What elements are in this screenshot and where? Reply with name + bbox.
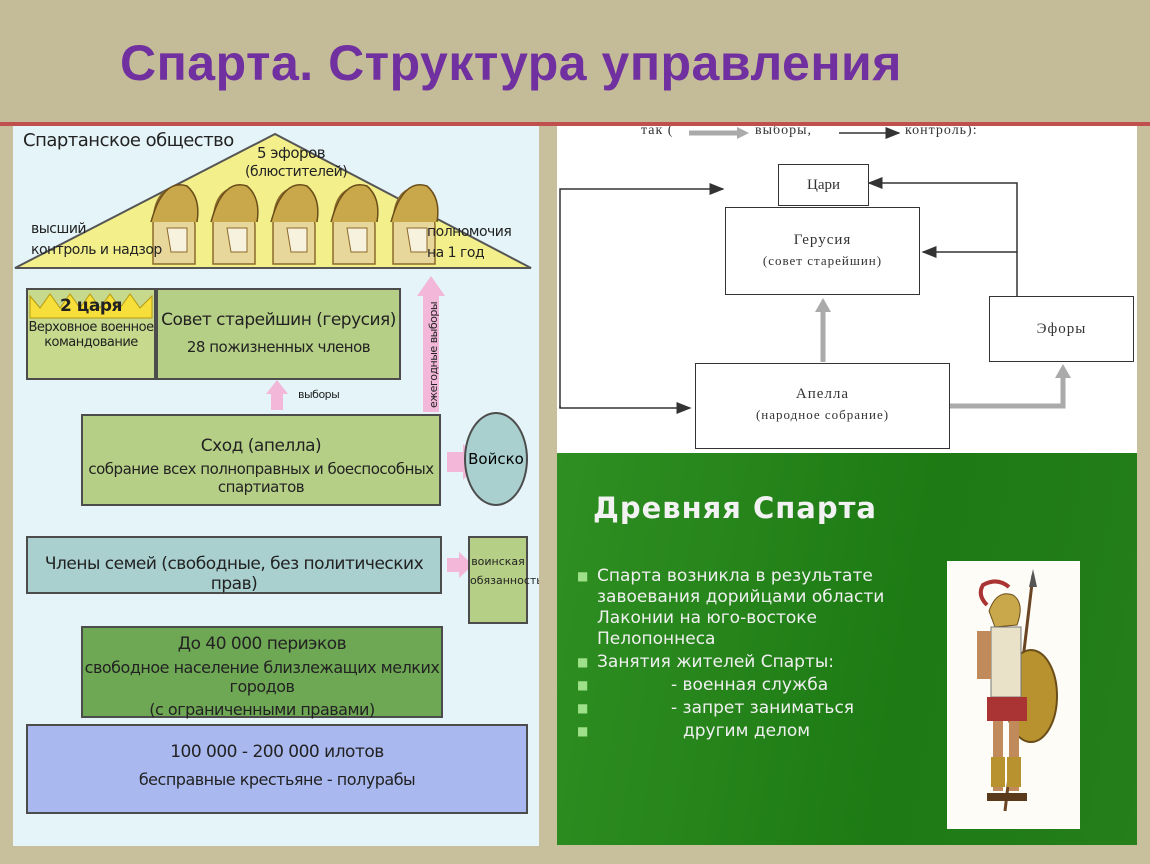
army-circle: Войско xyxy=(464,412,528,506)
apella-node-sub: (народное собрание) xyxy=(755,407,890,422)
helmet-icon xyxy=(270,184,319,265)
diagram-connectors xyxy=(559,127,1071,414)
kings-node: Цари xyxy=(778,164,869,206)
kings-sub-2: командование xyxy=(44,335,138,350)
roof-right-line-1: полномочия xyxy=(427,224,512,240)
gerusia-node-sub: (совет старейшин) xyxy=(762,253,883,268)
perioeci-line-3: (с ограниченными правами) xyxy=(149,700,375,719)
legend-elections: выборы, xyxy=(755,126,813,138)
military-duty-box: воинская обязанность xyxy=(468,536,539,624)
helots-line-2: бесправные крестьяне - полурабы xyxy=(138,770,416,789)
ephors-node: Эфоры xyxy=(989,296,1134,362)
kings-title: 2 царя xyxy=(60,296,122,316)
gerusia-line-1: Совет старейшин (герусия) xyxy=(161,310,396,330)
ancient-sparta-slide: Древняя Спарта ■Спарта возникла в резуль… xyxy=(557,453,1137,845)
helmet-icon xyxy=(210,184,259,265)
family-box: Члены семей (свободные, без политических… xyxy=(26,536,442,594)
title-band xyxy=(0,0,1150,122)
ephors-roof xyxy=(14,132,532,269)
kings-sub-1: Верховное военное xyxy=(28,320,154,335)
spartan-warrior-image xyxy=(947,561,1080,829)
helots-box: 100 000 - 200 000 илотов бесправные крес… xyxy=(26,724,528,814)
perioeci-line-1: До 40 000 периэков xyxy=(177,634,347,654)
roof-left-line-2: контроль и надзор xyxy=(31,242,162,258)
bullet-item: ■- военная служба xyxy=(577,675,829,695)
gerusia-box: Совет старейшин (герусия) 28 пожизненных… xyxy=(156,288,401,380)
bullet-item: ■Занятия жителей Спарты: xyxy=(577,652,834,672)
apella-line-1: Сход (апелла) xyxy=(200,436,322,456)
gerusia-node-title: Герусия xyxy=(793,232,852,248)
warrior-helmet-icons xyxy=(150,184,439,265)
duty-line-1: воинская xyxy=(471,555,525,568)
helots-line-1: 100 000 - 200 000 илотов xyxy=(170,742,384,762)
roof-right-line-2: на 1 год xyxy=(427,245,485,261)
ephors-subtitle: (блюстителей) xyxy=(245,164,348,180)
spartan-warrior-illustration xyxy=(977,569,1058,812)
pink-election-arrows xyxy=(266,276,445,412)
gerusia-node: Герусия (совет старейшин) xyxy=(725,207,920,295)
apella-line-2: собрание всех полноправных и боеспособны… xyxy=(88,460,434,496)
ancient-sparta-title: Древняя Спарта xyxy=(593,491,878,525)
duty-line-2: обязанность xyxy=(470,574,539,587)
society-caption: Спартанское общество xyxy=(23,130,234,151)
perioeci-box: До 40 000 периэков свободное население б… xyxy=(81,626,443,719)
helmet-icon xyxy=(330,184,379,265)
perioeci-line-2: свободное население близлежащих мелких г… xyxy=(84,658,440,696)
family-text: Члены семей (свободные, без политических… xyxy=(44,554,424,594)
helmet-icon xyxy=(390,184,439,265)
helmet-icon xyxy=(150,184,199,265)
ephors-title: 5 эфоров xyxy=(257,144,326,162)
gerusia-line-2: 28 пожизненных членов xyxy=(186,338,371,356)
bullet-item: ■другим делом xyxy=(577,721,811,741)
bullet-item: ■Спарта возникла в результате завоевания… xyxy=(577,566,885,649)
crown-icon xyxy=(29,293,153,319)
legend-prefix: так ( xyxy=(641,126,674,138)
bullet-list: ■Спарта возникла в результате завоевания… xyxy=(575,566,920,744)
government-structure-diagram: так ( выборы, контроль): Цари Герусия (с… xyxy=(557,126,1137,453)
title-divider xyxy=(0,122,1150,126)
apella-node: Апелла (народное собрание) xyxy=(695,363,950,449)
bullet-item: ■- запрет заниматься xyxy=(577,698,855,718)
duty-arrow xyxy=(447,552,473,578)
annual-vote-label: ежегодные выборы xyxy=(427,301,440,408)
legend-control: контроль): xyxy=(905,126,978,138)
vote-label: выборы xyxy=(298,388,340,401)
roof-left-line-1: высший xyxy=(31,221,87,237)
apella-box: Сход (апелла) собрание всех полноправных… xyxy=(81,414,441,506)
kings-box: 2 царя Верховное военное командование xyxy=(26,288,156,380)
slide-title: Спарта. Структура управления xyxy=(120,35,902,91)
apella-node-title: Апелла xyxy=(795,386,850,402)
spartan-society-diagram: Спартанское общество 5 эфоров (блюстител… xyxy=(13,126,539,846)
